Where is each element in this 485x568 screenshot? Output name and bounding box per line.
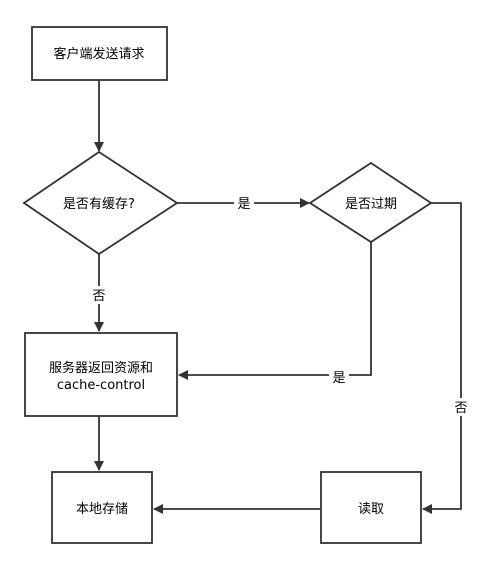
edge-label-cache-no: 否 (92, 289, 105, 304)
node-local-store: 本地存储 (51, 471, 153, 544)
node-read: 读取 (320, 471, 422, 544)
node-local-store-label: 本地存储 (76, 502, 128, 517)
edge-label-expired-no: 否 (454, 401, 467, 416)
edge-label-expired-yes: 是 (332, 371, 345, 386)
edge-label-cache-yes: 是 (237, 197, 250, 212)
node-client-request: 客户端发送请求 (31, 26, 168, 81)
node-server-return-label-line1: 服务器返回资源和 (49, 360, 153, 376)
node-has-cache-decision: 是否有缓存? (22, 150, 179, 256)
edge-expired-yes-to-server (178, 242, 372, 380)
node-read-label: 读取 (358, 502, 384, 517)
edge-expired-no-to-read (422, 202, 462, 514)
node-is-expired-decision: 是否过期 (308, 161, 433, 244)
node-is-expired-label: 是否过期 (345, 197, 397, 212)
node-server-return-label-line2: cache-control (57, 378, 145, 393)
node-has-cache-label: 是否有缓存? (63, 197, 135, 212)
node-client-request-label: 客户端发送请求 (53, 46, 144, 62)
node-server-return: 服务器返回资源和 cache-control (24, 332, 178, 417)
